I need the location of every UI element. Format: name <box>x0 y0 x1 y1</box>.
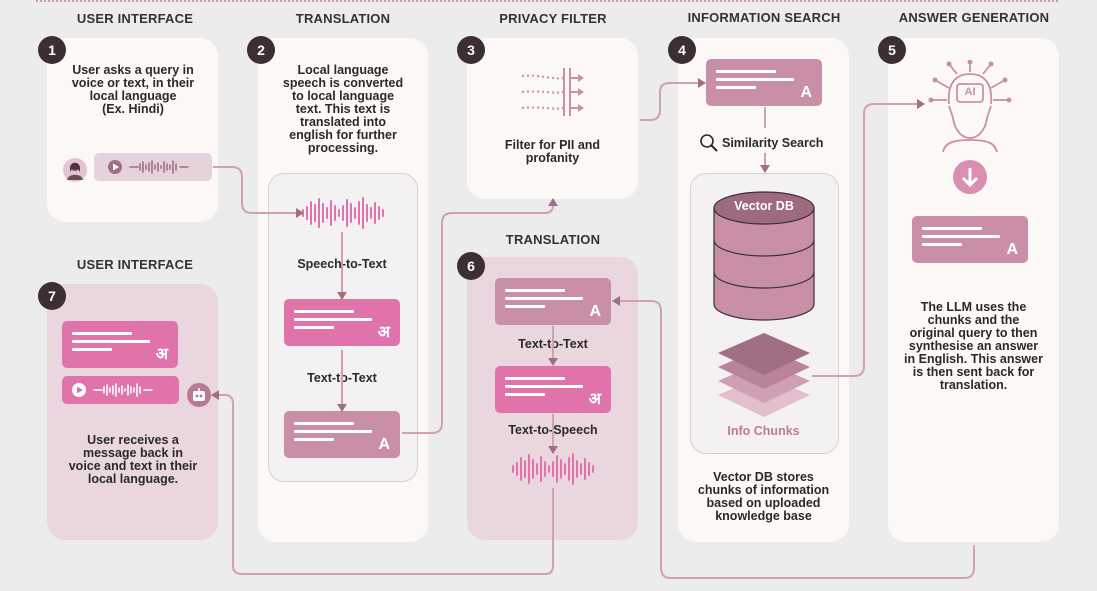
user-avatar-icon <box>63 158 87 182</box>
ai-head-icon <box>928 60 1012 152</box>
header-translation-top: TRANSLATION <box>295 11 391 26</box>
step-badge-2: 2 <box>247 36 275 64</box>
info-chunks-label: Info Chunks <box>727 424 800 438</box>
step-badge-4: 4 <box>668 36 696 64</box>
speech-waveform-icon <box>302 197 384 229</box>
card-step3-privacy-filter <box>467 38 638 199</box>
card-step1-user-interface <box>47 38 218 222</box>
waveform-icon <box>129 160 189 174</box>
play-icon[interactable] <box>108 160 122 174</box>
waveform-icon <box>93 383 153 397</box>
header-information-search: INFORMATION SEARCH <box>687 10 841 25</box>
english-glyph: A <box>378 436 390 453</box>
english-glyph: A <box>800 84 812 101</box>
header-privacy-filter: PRIVACY FILTER <box>499 11 607 26</box>
answer-text-box: A <box>912 216 1028 263</box>
answer-hindi-box: अ <box>495 366 611 413</box>
voice-message-bubble[interactable] <box>94 153 212 181</box>
answer-english-box: A <box>495 278 611 325</box>
reply-hindi-box: अ <box>62 321 178 368</box>
header-answer-generation: ANSWER GENERATION <box>898 10 1050 25</box>
similarity-search-label: Similarity Search <box>722 136 824 150</box>
step-badge-6: 6 <box>457 252 485 280</box>
down-arrow-icon <box>953 160 987 194</box>
header-translation-bottom: TRANSLATION <box>505 232 601 247</box>
play-icon[interactable] <box>72 383 86 397</box>
filter-icon <box>521 68 584 116</box>
header-user-interface-top: USER INTERFACE <box>76 11 194 26</box>
english-glyph: A <box>589 303 601 320</box>
step-badge-3: 3 <box>457 36 485 64</box>
vector-db-label: Vector DB <box>734 199 794 213</box>
step-badge-5: 5 <box>878 36 906 64</box>
reply-voice-bubble[interactable] <box>62 376 179 404</box>
ai-label: AI <box>964 86 976 98</box>
step-badge-7: 7 <box>38 282 66 310</box>
hindi-glyph: अ <box>588 391 601 408</box>
output-waveform-icon <box>512 453 594 485</box>
bot-icon <box>187 383 211 407</box>
database-icon <box>713 191 815 321</box>
english-text-box: A <box>284 411 400 458</box>
hindi-glyph: अ <box>155 346 168 363</box>
layers-icon <box>718 333 810 417</box>
hindi-glyph: अ <box>377 324 390 341</box>
step-badge-1: 1 <box>38 36 66 64</box>
magnifier-icon <box>700 134 718 152</box>
top-dotted-rule <box>36 0 1058 2</box>
header-user-interface-bottom: USER INTERFACE <box>76 257 194 272</box>
card-step5-answer-generation <box>888 38 1059 542</box>
hindi-text-box: अ <box>284 299 400 346</box>
english-glyph: A <box>1006 241 1018 258</box>
query-text-box: A <box>706 59 822 106</box>
